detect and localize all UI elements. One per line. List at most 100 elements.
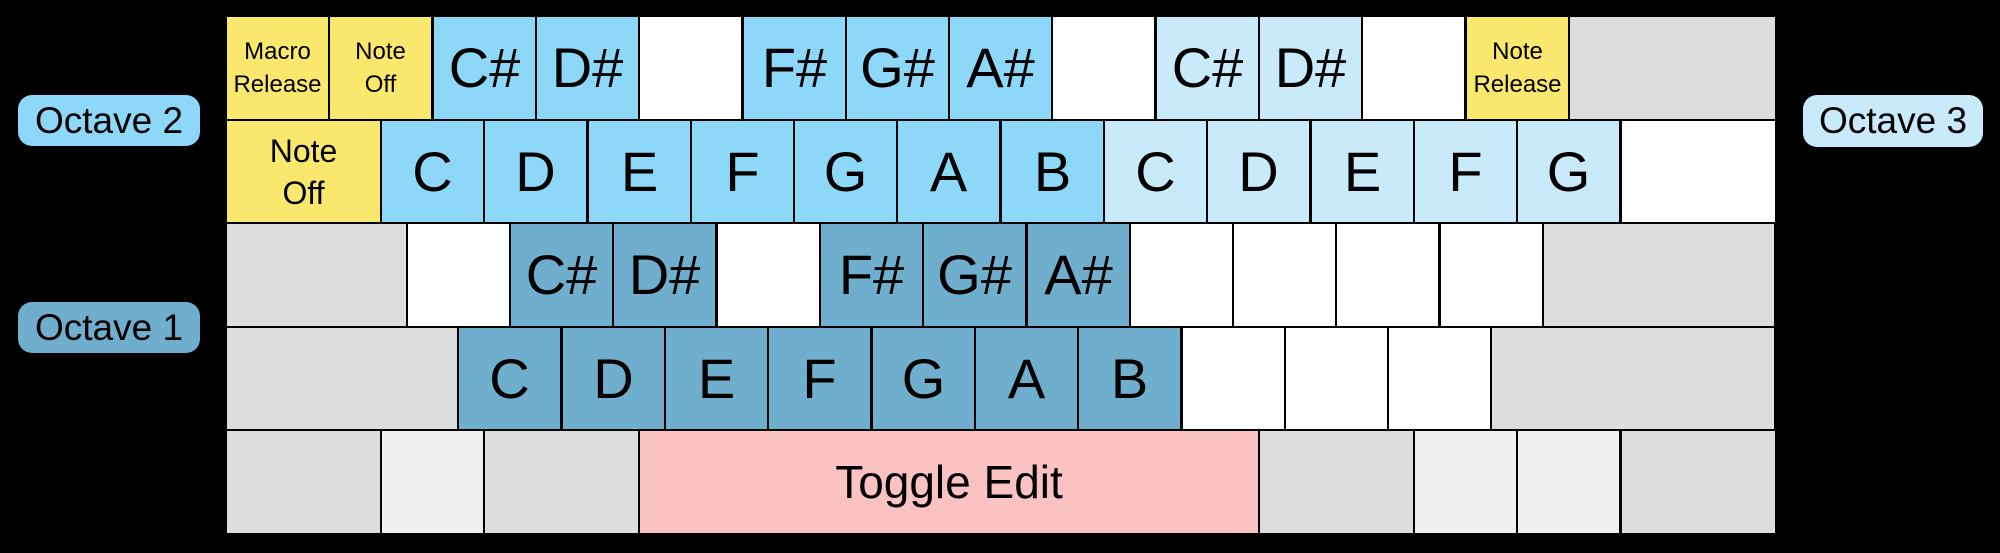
key-note-d-oct1: D	[561, 326, 666, 432]
key-modifier-light	[1413, 429, 1518, 535]
key-modifier	[225, 326, 459, 432]
key-note-dsharp-oct3: D#	[1258, 15, 1363, 121]
key-blank	[1129, 222, 1234, 328]
key-note-b-oct2: B	[1000, 119, 1105, 225]
key-label: F#	[761, 36, 828, 99]
key-label: Note	[355, 38, 406, 65]
key-blank	[1051, 15, 1156, 121]
key-modifier	[483, 429, 640, 535]
key-note-asharp-oct1: A#	[1026, 222, 1131, 328]
key-note-a-oct2: A	[896, 119, 1001, 225]
key-label: G	[901, 347, 946, 410]
key-label: C	[489, 347, 530, 410]
key-note-fsharp-oct1: F#	[819, 222, 924, 328]
key-note-gsharp-oct2: G#	[845, 15, 950, 121]
key-note-e-oct2: E	[587, 119, 692, 225]
key-note-d-oct2: D	[483, 119, 588, 225]
key-blank	[406, 222, 511, 328]
key-note-e-oct1: E	[664, 326, 769, 432]
key-label: Note	[1492, 38, 1543, 65]
key-blank	[716, 222, 821, 328]
key-label: D	[593, 347, 634, 410]
key-label: C#	[448, 36, 521, 99]
key-label: C	[1135, 140, 1176, 203]
octave-2-badge: Octave 2	[18, 95, 200, 146]
key-label: E	[1343, 140, 1382, 203]
key-blank	[1361, 15, 1466, 121]
key-note-csharp-oct2: C#	[432, 15, 537, 121]
key-blank	[1284, 326, 1389, 432]
key-note-a-oct1: A	[974, 326, 1079, 432]
key-label: B	[1110, 347, 1149, 410]
key-note-c-oct2: C	[380, 119, 485, 225]
key-label: G#	[860, 36, 935, 99]
key-label: C	[412, 140, 453, 203]
key-note-dsharp-oct1: D#	[612, 222, 717, 328]
key-note-csharp-oct3: C#	[1155, 15, 1260, 121]
key-modifier	[1490, 326, 1776, 432]
key-label: D#	[551, 36, 624, 99]
key-label: D#	[1274, 36, 1347, 99]
key-label: G#	[937, 243, 1012, 306]
key-note-f-oct2: F	[690, 119, 795, 225]
key-label: D	[515, 140, 556, 203]
key-label: F	[1448, 140, 1483, 203]
key-note-c-oct1: C	[457, 326, 562, 432]
key-label: Release	[1473, 71, 1562, 98]
key-note-asharp-oct2: A#	[948, 15, 1053, 121]
key-blank	[1335, 222, 1440, 328]
key-modifier	[225, 222, 408, 328]
key-note-g-oct3: G	[1516, 119, 1621, 225]
key-note-f-oct3: F	[1413, 119, 1518, 225]
key-modifier	[1568, 15, 1777, 121]
key-label: E	[620, 140, 659, 203]
key-modifier	[1620, 429, 1777, 535]
key-label: C#	[1171, 36, 1244, 99]
key-label: Macro	[244, 38, 311, 65]
key-note-csharp-oct1: C#	[509, 222, 614, 328]
key-note-gsharp-oct1: G#	[922, 222, 1027, 328]
key-label: F	[802, 347, 837, 410]
key-blank	[1439, 222, 1544, 328]
key-blank	[1387, 326, 1492, 432]
key-note-fsharp-oct2: F#	[742, 15, 847, 121]
octave-1-badge: Octave 1	[18, 302, 200, 353]
key-note-g-oct2: G	[793, 119, 898, 225]
key-blank	[1232, 222, 1337, 328]
key-blank	[1620, 119, 1777, 225]
key-label: D#	[628, 243, 701, 306]
key-label: Off	[364, 71, 397, 98]
key-note-e-oct3: E	[1310, 119, 1415, 225]
key-label: Toggle Edit	[835, 456, 1063, 508]
key-label: C#	[525, 243, 598, 306]
key-note-b-oct1: B	[1077, 326, 1182, 432]
key-label: F	[725, 140, 760, 203]
key-label: Note	[269, 133, 338, 169]
key-blank	[1181, 326, 1286, 432]
key-toggle-edit: Toggle Edit	[638, 429, 1260, 535]
key-modifier	[1542, 222, 1776, 328]
key-label: B	[1033, 140, 1072, 203]
key-label: Release	[233, 71, 322, 98]
key-label: F#	[838, 243, 905, 306]
key-modifier	[225, 429, 382, 535]
key-note-c-oct3: C	[1103, 119, 1208, 225]
key-label: A	[1007, 347, 1046, 410]
key-modifier-light	[1516, 429, 1621, 535]
key-label: A#	[966, 36, 1035, 99]
key-modifier-light	[380, 429, 485, 535]
octave-3-badge: Octave 3	[1803, 95, 1983, 147]
key-blank	[638, 15, 743, 121]
key-label: Off	[282, 175, 325, 211]
key-note-f-oct1: F	[767, 326, 872, 432]
key-note-d-oct3: D	[1206, 119, 1311, 225]
key-modifier	[1258, 429, 1415, 535]
key-label: G	[1546, 140, 1591, 203]
key-label: E	[697, 347, 736, 410]
